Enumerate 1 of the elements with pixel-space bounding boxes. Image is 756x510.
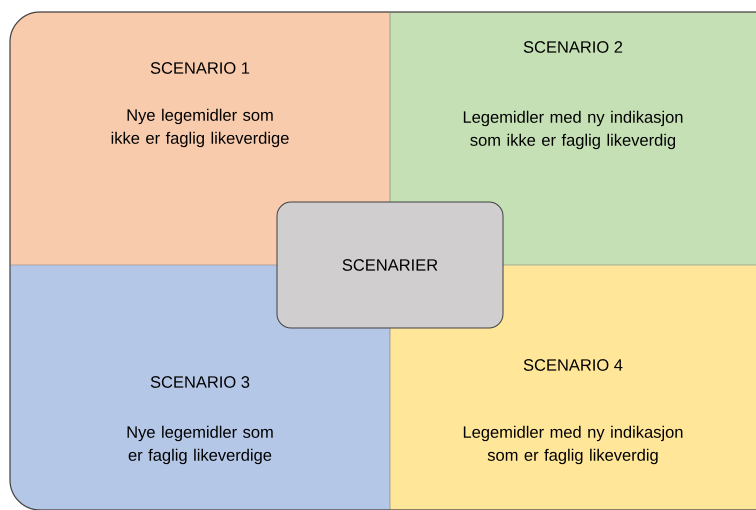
center-box: SCENARIER xyxy=(276,202,504,328)
